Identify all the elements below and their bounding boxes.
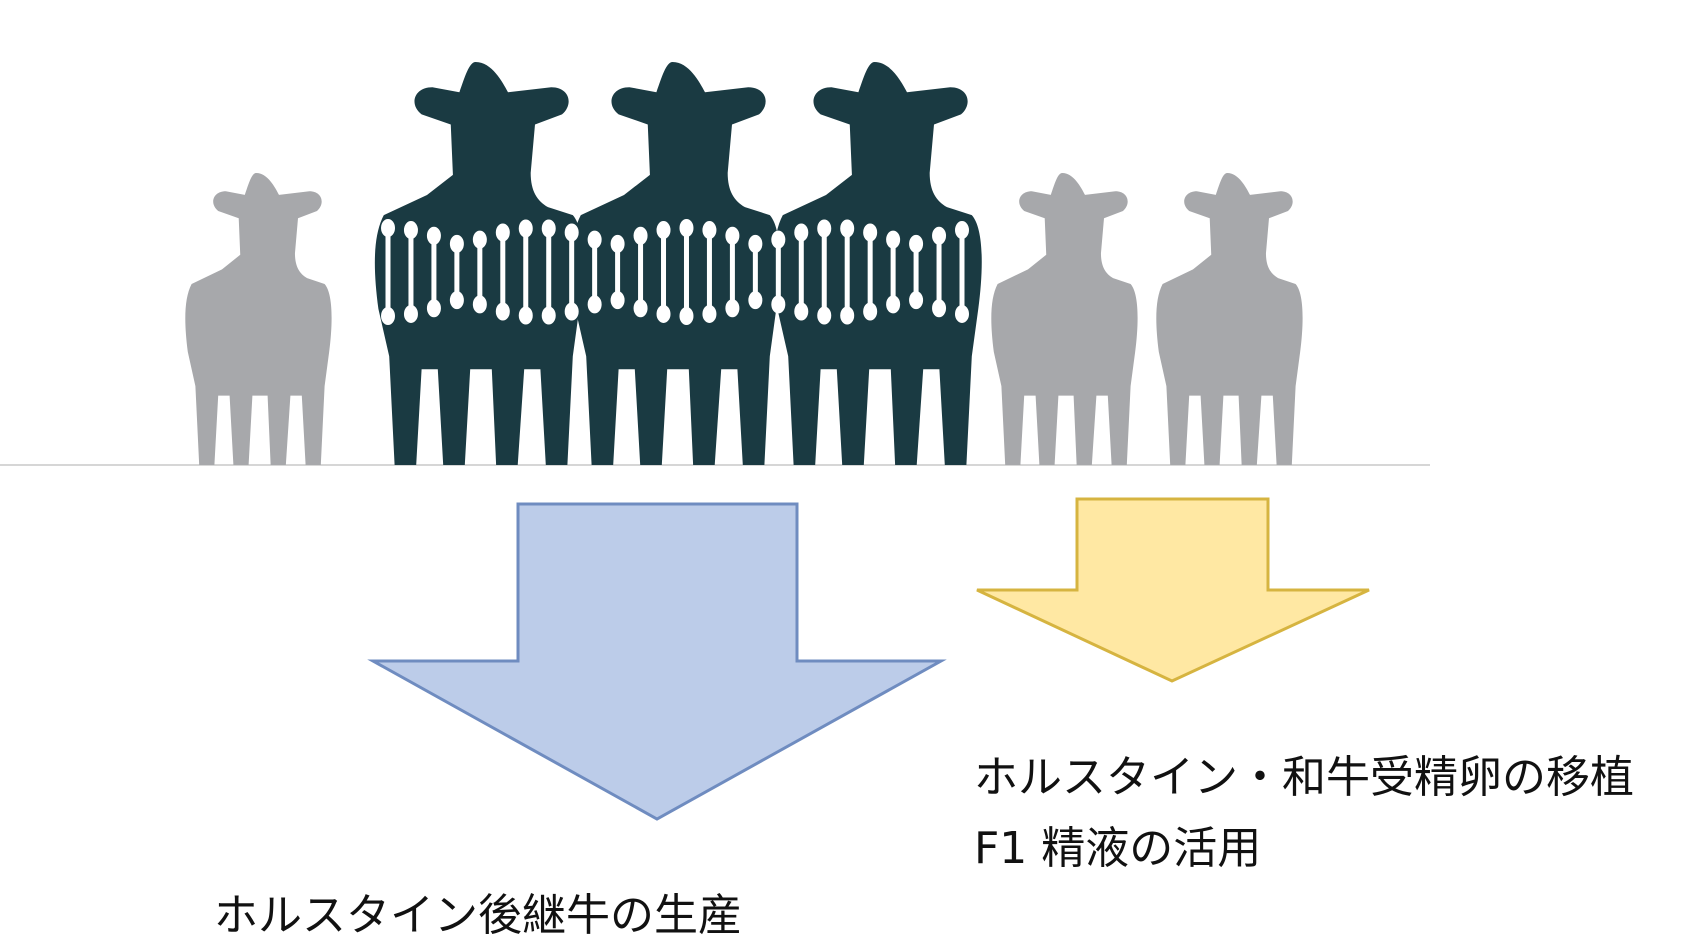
dna-rung [863, 223, 878, 321]
dna-rung [909, 234, 924, 310]
dna-rung [679, 219, 694, 325]
dna-rung [771, 230, 786, 314]
dna-rung [495, 223, 510, 321]
dna-rung [955, 221, 969, 323]
dna-rung [886, 230, 901, 314]
dna-rung [633, 226, 648, 318]
dna-rung [472, 230, 487, 314]
highlight-cow-3 [773, 62, 982, 466]
dna-rung [817, 219, 832, 325]
label-holstein-successor: ホルスタイン後継牛の生産 [214, 890, 742, 941]
gray-cow-1 [185, 173, 332, 465]
dna-rung [403, 221, 418, 323]
dna-rung [518, 219, 533, 325]
dna-rung [564, 223, 579, 321]
dna-rung [541, 219, 556, 325]
dna-rung [610, 234, 625, 310]
label-f1-semen: F1 精液の活用 [974, 823, 1261, 874]
gray-cow-3 [1156, 173, 1303, 465]
label-embryo-transfer: ホルスタイン・和牛受精卵の移植 [974, 752, 1634, 803]
dna-rung [725, 226, 740, 318]
dna-rung [702, 221, 717, 323]
blue-down-arrow [367, 502, 947, 821]
dna-helix [381, 219, 969, 325]
dna-rung [794, 223, 809, 321]
dna-rung [449, 234, 464, 310]
highlight-cow-2 [571, 62, 780, 466]
dna-rung [656, 221, 671, 323]
dna-rung [840, 219, 855, 325]
dna-rung [587, 230, 602, 314]
dna-rung [932, 226, 947, 318]
dna-rung [381, 219, 395, 325]
gray-cow-2 [991, 173, 1138, 465]
dna-rung [748, 234, 763, 310]
yellow-down-arrow [976, 497, 1370, 683]
dna-rung [426, 226, 441, 318]
